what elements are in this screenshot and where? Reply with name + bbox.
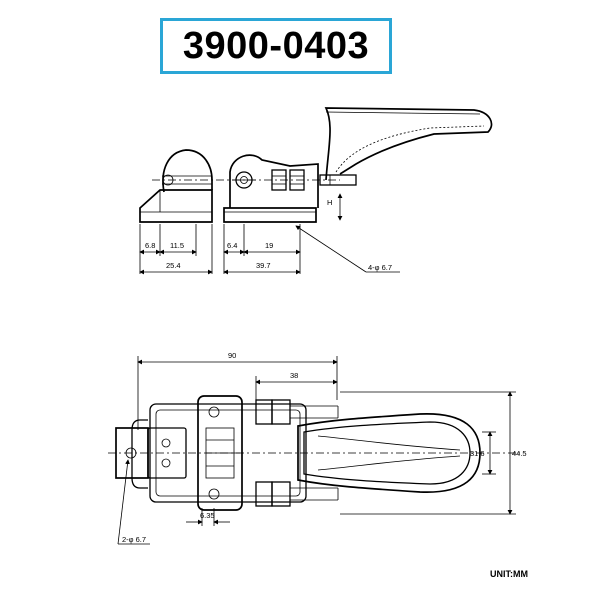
top-clamp-base [197,395,243,511]
dim-6-35: 6.35 [200,511,215,520]
side-bolt [319,174,357,186]
side-clamp-body [229,154,319,208]
top-view: 90 38 [108,351,527,545]
dim-h: H [327,198,332,207]
dim-44-5: 44.5 [512,449,527,458]
dim-6-8: 6.8 [145,241,155,250]
dim-31-6: 31.6 [470,449,485,458]
dim-11-5: 11.5 [170,241,184,250]
side-nut [271,169,287,191]
dim-25-4: 25.4 [166,261,181,270]
top-hook-frame [149,403,307,503]
dim-19: 19 [265,241,273,250]
dim-6-4: 6.4 [227,241,237,250]
side-hole-callout: 4-φ 6.7 [368,263,392,272]
top-hole-callout: 2-φ 6.7 [122,535,146,544]
top-handle [297,413,481,493]
side-handle [324,107,493,181]
part-number-box: 3900-0403 [160,18,392,74]
side-view: H 6.8 11.5 6.4 19 25.4 39.7 4-φ 6.7 [139,107,493,275]
side-clamp-base [223,207,317,223]
part-number: 3900-0403 [182,24,370,67]
side-latch-hook [162,149,213,193]
dim-39-7: 39.7 [256,261,271,270]
side-latch-base [139,189,213,223]
dim-38: 38 [290,371,298,380]
unit-label: UNIT:MM [490,569,528,579]
dim-90: 90 [228,351,236,360]
